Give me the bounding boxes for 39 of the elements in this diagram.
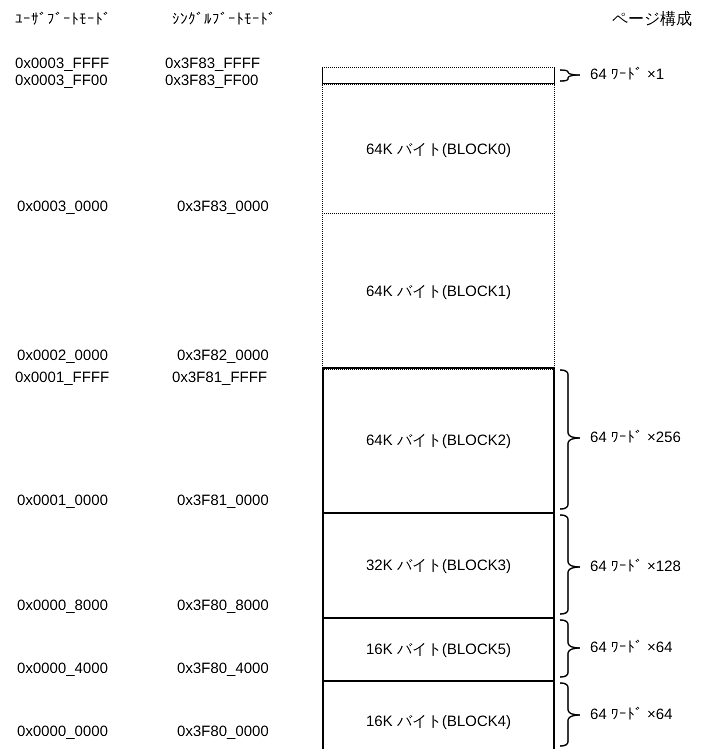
memory-block: [322, 84, 555, 214]
page-count-label: 64 ﾜｰﾄﾞ ×64: [590, 706, 672, 724]
block-label: 32K バイト(BLOCK3): [366, 556, 512, 575]
address-label: 0x0000_0000: [17, 723, 108, 741]
address-label: 0x3F80_0000: [177, 723, 269, 741]
memory-block: [322, 367, 555, 514]
memory-block: [322, 512, 555, 619]
address-label: 0x3F83_FF00: [165, 72, 258, 90]
address-label: 0x0001_0000: [17, 492, 108, 510]
address-label: 0x0000_8000: [17, 597, 108, 615]
address-label: 0x0001_FFFF: [15, 369, 110, 387]
address-label: 0x0002_0000: [17, 347, 108, 365]
address-label: 0x0003_0000: [17, 198, 108, 216]
address-label: 0x3F83_FFFF: [165, 55, 260, 73]
memory-block: [322, 213, 555, 370]
address-label: 0x3F80_8000: [177, 597, 269, 615]
memory-block: [322, 680, 555, 749]
block-label: 64K バイト(BLOCK1): [366, 282, 512, 300]
block-label: 16K バイト(BLOCK5): [366, 640, 512, 659]
page-box: [322, 67, 555, 84]
page-count-label: 64 ﾜｰﾄﾞ ×64: [590, 639, 672, 657]
address-label: 0x3F82_0000: [177, 347, 269, 365]
block-label: 64K バイト(BLOCK0): [366, 140, 512, 158]
block-label: 64K バイト(BLOCK2): [366, 431, 512, 450]
column-header: ページ構成: [612, 11, 692, 29]
address-label: 0x0000_4000: [17, 660, 108, 678]
column-header: ﾕｰｻﾞﾌﾞｰﾄﾓｰﾄﾞ: [15, 11, 111, 29]
address-label: 0x0003_FF00: [15, 72, 108, 90]
memory-block: [322, 617, 555, 682]
page-count-label: 64 ﾜｰﾄﾞ ×256: [590, 429, 681, 447]
block-label: 16K バイト(BLOCK4): [366, 712, 512, 730]
address-label: 0x3F83_0000: [177, 198, 269, 216]
column-header: ｼﾝｸﾞﾙﾌﾞｰﾄﾓｰﾄﾞ: [172, 11, 276, 29]
page-count-label: 64 ﾜｰﾄﾞ ×128: [590, 558, 681, 576]
address-label: 0x3F81_FFFF: [172, 369, 268, 387]
address-label: 0x3F81_0000: [177, 492, 269, 510]
address-label: 0x0003_FFFF: [15, 55, 110, 73]
page-count-label: 64 ﾜｰﾄﾞ ×1: [590, 66, 664, 84]
address-label: 0x3F80_4000: [177, 660, 269, 678]
